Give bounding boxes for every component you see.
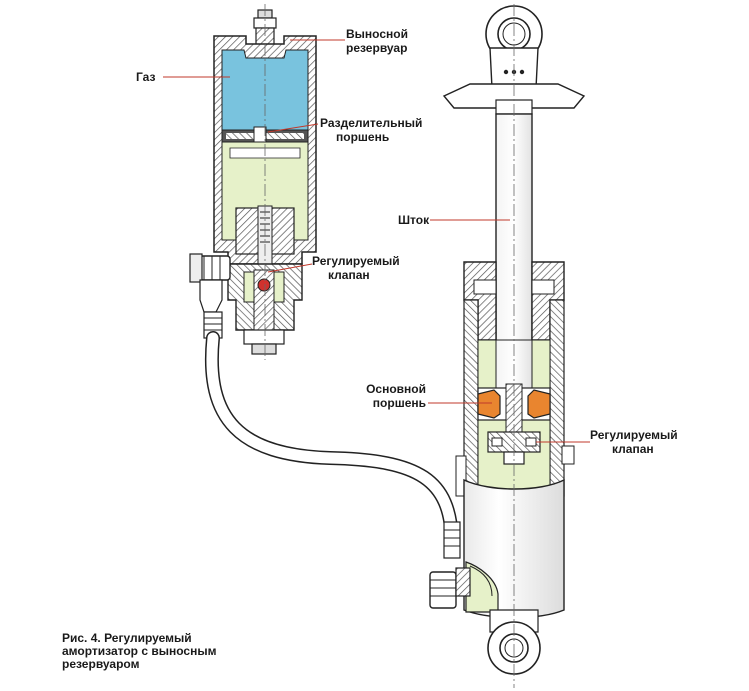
main-damper — [429, 5, 586, 675]
label-separating-piston-line2: поршень — [336, 130, 390, 144]
remote-reservoir — [189, 9, 317, 355]
leader-adjustable-valve-reservoir — [267, 263, 313, 273]
label-gas: Газ — [136, 70, 156, 84]
label-adjustable-valve-damper-line1: Регулируемый — [590, 428, 678, 442]
label-main-piston-line1: Основной — [366, 382, 426, 396]
label-adjustable-valve-damper: Регулируемый клапан — [590, 428, 678, 456]
label-main-piston: Основной поршень — [366, 382, 426, 410]
figure-caption-line2: амортизатор с выносным — [62, 644, 217, 658]
label-remote-reservoir-line2: резервуар — [346, 41, 408, 55]
leader-lines — [163, 39, 590, 443]
figure-caption-line3: резервуаром — [62, 657, 140, 671]
label-remote-reservoir: Выносной резервуар — [346, 27, 408, 55]
label-adjustable-valve-reservoir: Регулируемый клапан — [312, 254, 400, 282]
label-main-piston-line2: поршень — [372, 396, 426, 410]
label-separating-piston-line1: Разделительный — [320, 116, 423, 130]
label-separating-piston: Разделительный поршень — [320, 116, 422, 144]
leader-separating-piston — [267, 123, 319, 133]
label-adjustable-valve-reservoir-line2: клапан — [328, 268, 370, 282]
label-adjustable-valve-damper-line2: клапан — [612, 442, 654, 456]
connecting-hose — [204, 331, 461, 559]
figure-caption: Рис. 4. Регулируемый амортизатор с вынос… — [62, 632, 216, 671]
label-rod: Шток — [398, 213, 430, 227]
figure-caption-line1: Рис. 4. Регулируемый — [62, 631, 192, 645]
label-remote-reservoir-line1: Выносной — [346, 27, 408, 41]
label-adjustable-valve-reservoir-line1: Регулируемый — [312, 254, 400, 268]
